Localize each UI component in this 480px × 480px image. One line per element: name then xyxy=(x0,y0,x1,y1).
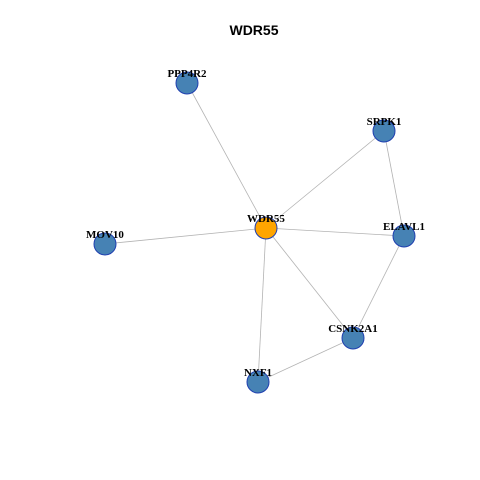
node-label-mov10: MOV10 xyxy=(86,229,124,241)
edge-wdr55-ppp4r2 xyxy=(186,82,267,229)
node-elavl1[interactable] xyxy=(392,224,416,248)
node-label-srpk1: SRPK1 xyxy=(367,116,402,128)
edge-wdr55-srpk1 xyxy=(265,130,385,229)
edge-csnk2a1-nxf1 xyxy=(257,337,354,383)
node-label-csnk2a1: CSNK2A1 xyxy=(328,323,378,335)
edge-wdr55-elavl1 xyxy=(265,227,405,237)
node-label-wdr55: WDR55 xyxy=(247,213,285,225)
node-label-ppp4r2: PPP4R2 xyxy=(167,68,207,80)
node-layer xyxy=(93,71,416,394)
edge-srpk1-elavl1 xyxy=(383,130,405,237)
edge-layer xyxy=(104,82,405,383)
node-srpk1[interactable] xyxy=(372,119,396,143)
node-wdr55[interactable] xyxy=(254,216,278,240)
diagram-title: WDR55 xyxy=(229,22,278,38)
edge-wdr55-csnk2a1 xyxy=(265,227,354,339)
node-label-elavl1: ELAVL1 xyxy=(383,221,425,233)
edge-wdr55-mov10 xyxy=(104,227,267,245)
node-csnk2a1[interactable] xyxy=(341,326,365,350)
node-label-nxf1: NXF1 xyxy=(244,367,272,379)
edge-elavl1-csnk2a1 xyxy=(352,235,405,339)
node-ppp4r2[interactable] xyxy=(175,71,199,95)
edge-wdr55-nxf1 xyxy=(257,227,267,383)
node-nxf1[interactable] xyxy=(246,370,270,394)
node-mov10[interactable] xyxy=(93,232,117,256)
